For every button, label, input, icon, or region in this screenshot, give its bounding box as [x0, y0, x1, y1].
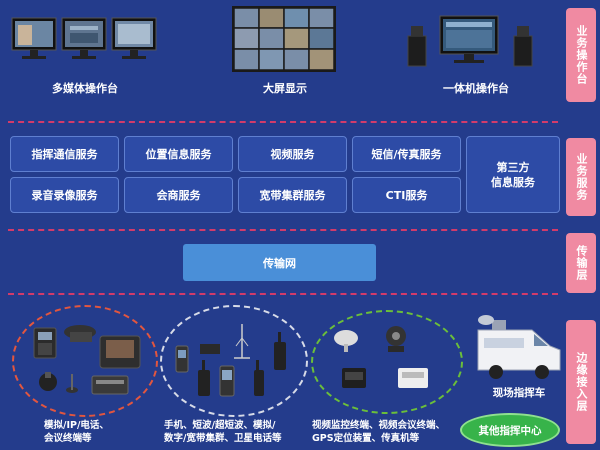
big-screen-label: 大屏显示 — [263, 82, 307, 95]
video-caption: 视频监控终端、视频会议终端、 GPS定位装置、传真机等 — [312, 420, 446, 444]
other-command-center-badge: 其他指挥中心 — [460, 413, 560, 447]
video-devices-icon — [334, 326, 428, 388]
service-consultation: 会商服务 — [124, 177, 233, 213]
multimedia-workstation-icon — [11, 17, 157, 59]
radios-caption: 手机、短波/超短波、模拟/ 数字/宽带集群、卫星电话等 — [164, 420, 282, 444]
integrated-workstation-label: 一体机操作台 — [443, 82, 509, 95]
service-sms-fax: 短信/传真服务 — [352, 136, 461, 172]
big-screen-icon — [232, 6, 336, 72]
phone-devices-icon — [33, 325, 141, 395]
layer-tag-business-platform: 业务操作台 — [566, 8, 596, 102]
radio-devices-icon — [175, 324, 286, 397]
layer-tag-transport: 传输层 — [566, 233, 596, 293]
video-group-ellipse — [311, 310, 463, 414]
phones-group-ellipse — [12, 305, 158, 417]
layer-tag-business-service: 业务服务 — [566, 138, 596, 216]
divider-3 — [8, 293, 558, 295]
command-vehicle-label: 现场指挥车 — [492, 387, 546, 399]
service-cti: CTI服务 — [352, 177, 461, 213]
phones-caption: 模拟/IP/电话、 会议终端等 — [44, 420, 109, 444]
service-location-info: 位置信息服务 — [124, 136, 233, 172]
service-command-communication: 指挥通信服务 — [10, 136, 119, 172]
command-vehicle-icon — [477, 315, 561, 379]
service-video: 视频服务 — [238, 136, 347, 172]
integrated-workstation-icon — [407, 15, 533, 67]
service-recording: 录音录像服务 — [10, 177, 119, 213]
service-third-party: 第三方 信息服务 — [466, 136, 560, 213]
transport-network-box: 传输网 — [183, 244, 376, 281]
divider-2 — [8, 229, 558, 231]
multimedia-workstation-label: 多媒体操作台 — [52, 82, 118, 95]
radios-group-ellipse — [160, 305, 308, 417]
divider-1 — [8, 121, 558, 123]
service-broadband-trunking: 宽带集群服务 — [238, 177, 347, 213]
layer-tag-edge-access: 边缘接入层 — [566, 320, 596, 444]
